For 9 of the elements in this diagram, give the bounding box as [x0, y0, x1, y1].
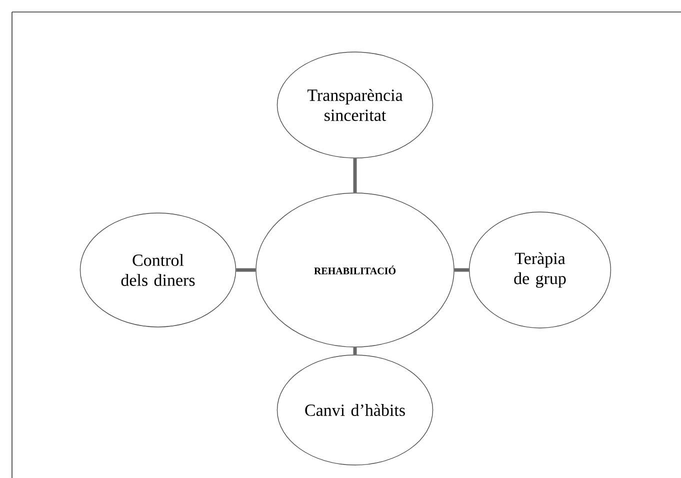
connector-line: [236, 268, 256, 272]
ellipse-node: Transparència sinceritat: [276, 52, 434, 158]
ellipse-node: Teràpia de grup: [468, 212, 612, 328]
connector-line: [353, 158, 357, 193]
connector-line: [353, 347, 357, 355]
connector-line: [454, 268, 469, 272]
ellipse-node: REHABILITACIÓ: [256, 192, 454, 348]
ellipse-node: Control dels diners: [80, 212, 236, 328]
ellipse-node: Canvi d’hàbits: [276, 354, 434, 466]
